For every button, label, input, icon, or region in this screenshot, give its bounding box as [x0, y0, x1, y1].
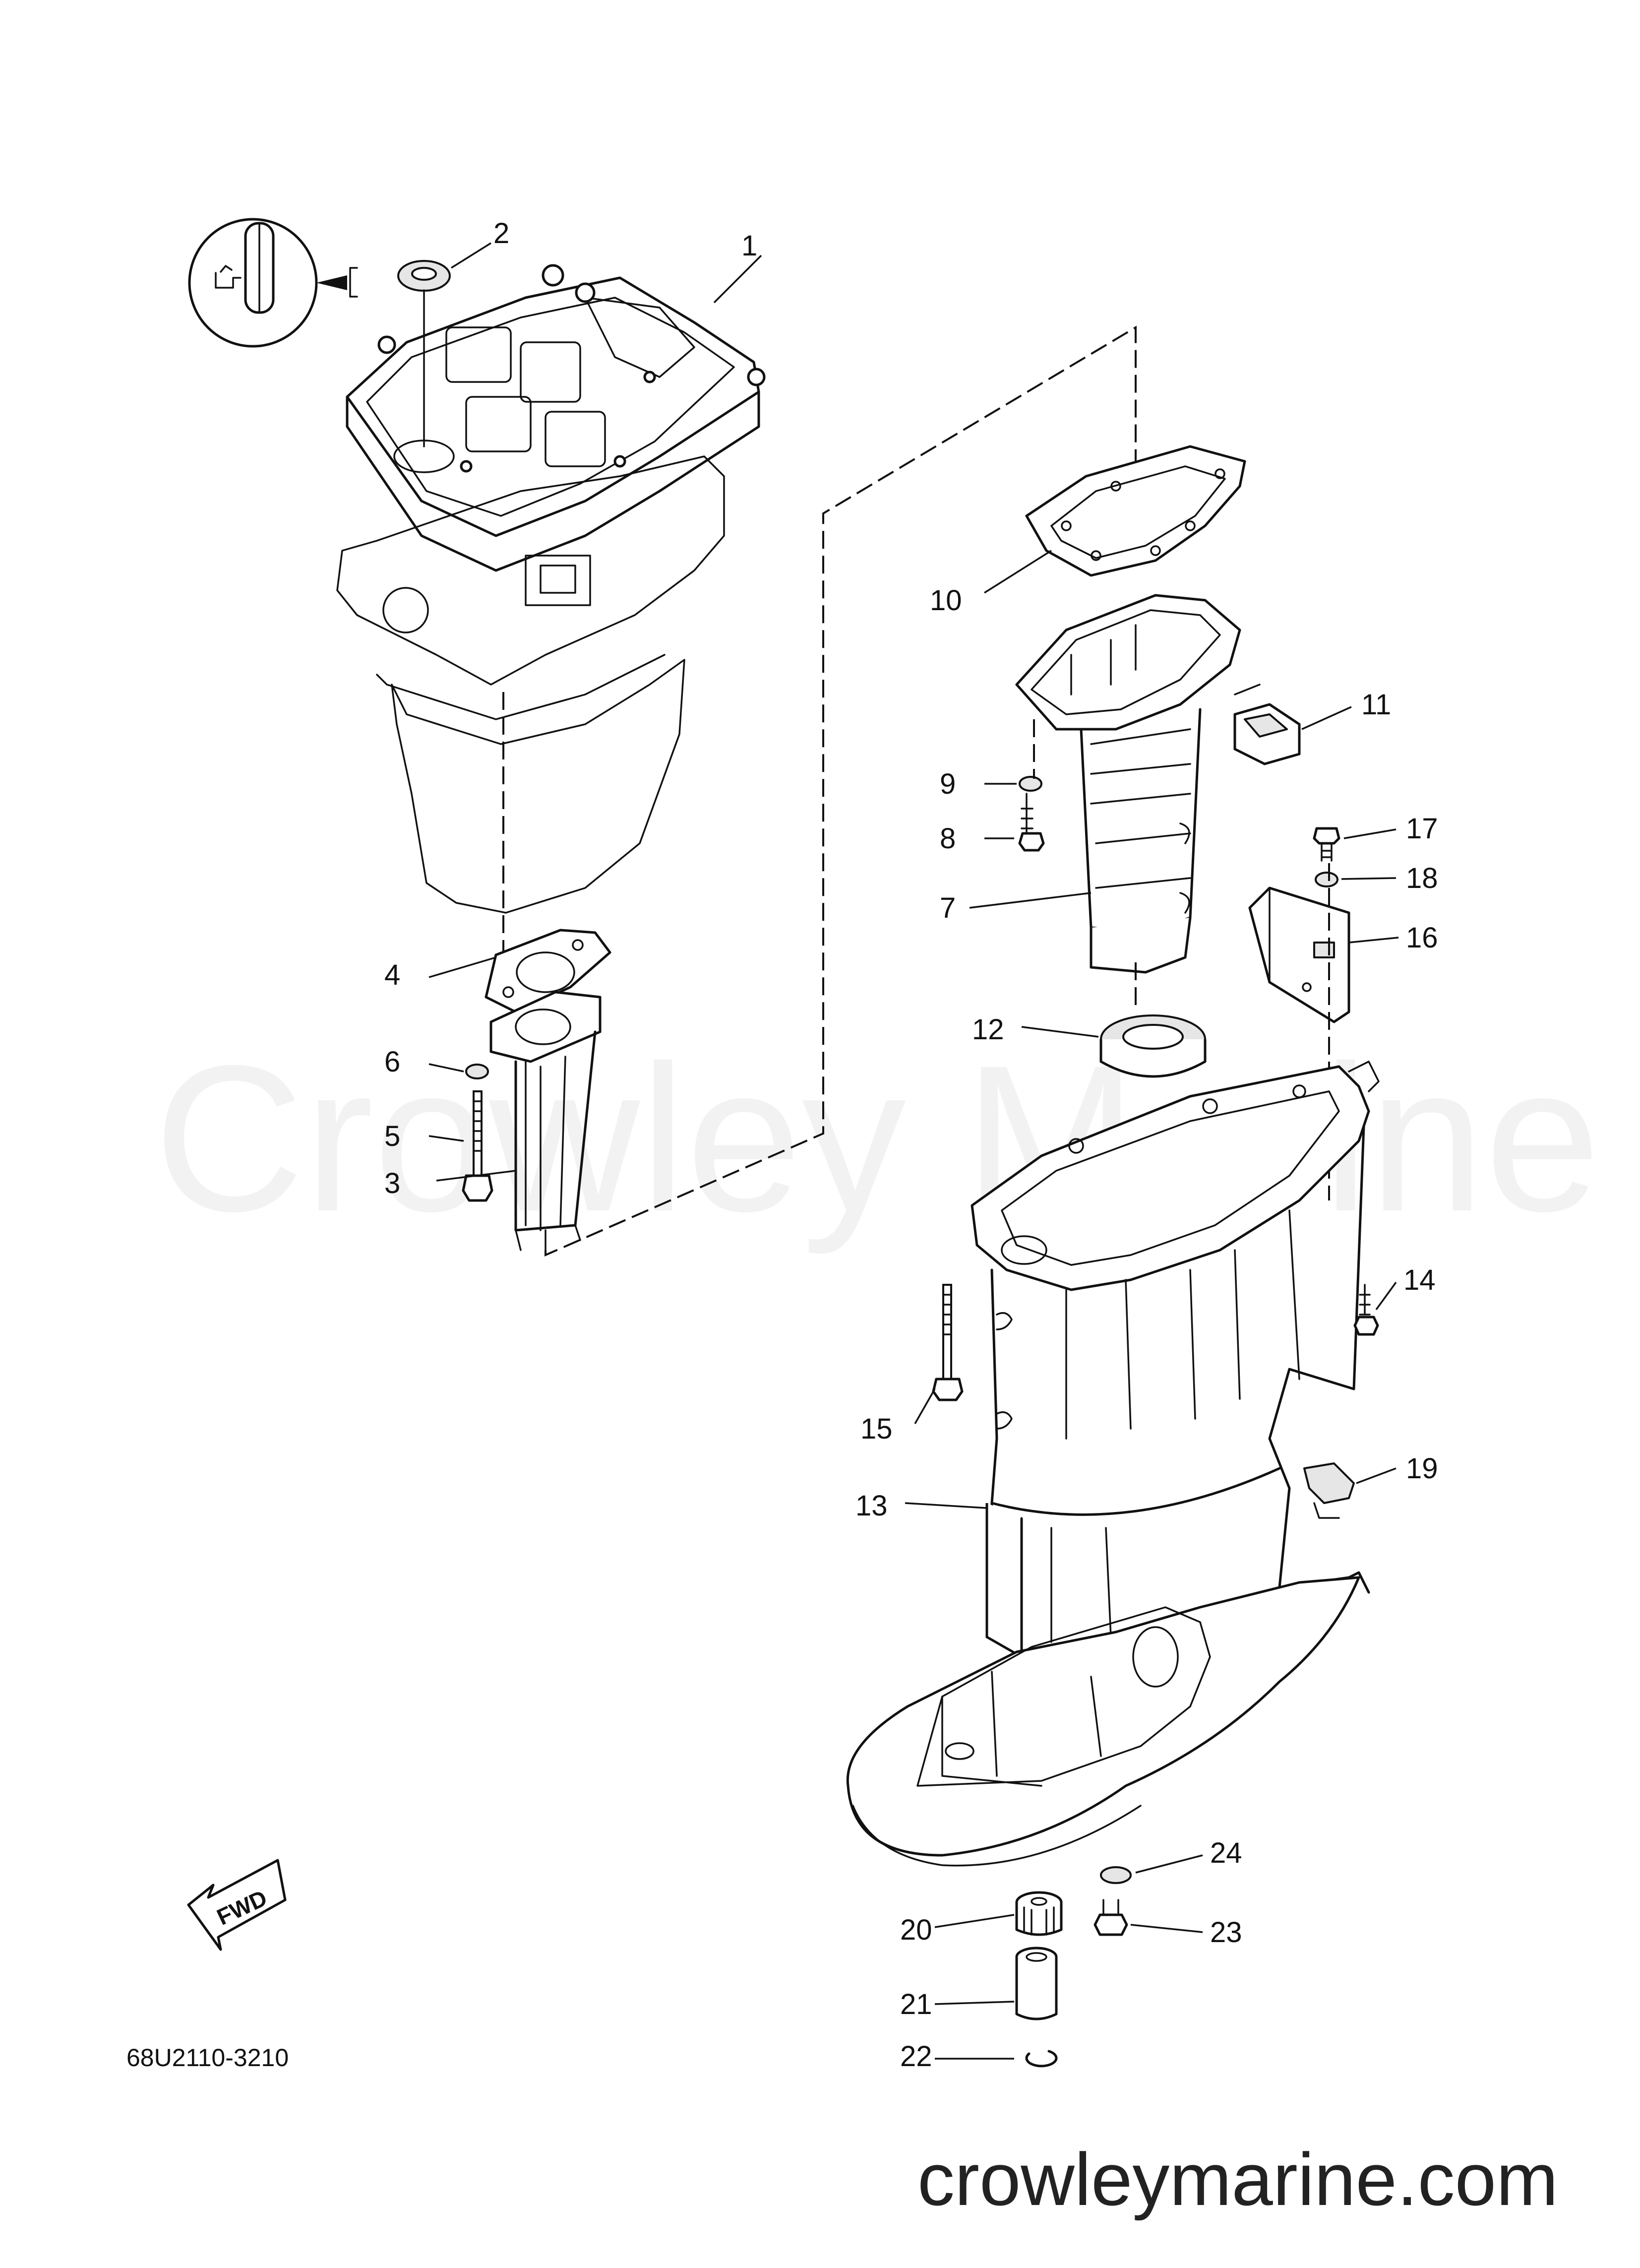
callout-20: 20 — [900, 1914, 932, 1946]
callout-6: 6 — [384, 1046, 400, 1078]
part-20-grommet — [1015, 1891, 1063, 1936]
part-12-rubber-mount — [1099, 1014, 1207, 1078]
callout-16: 16 — [1406, 922, 1438, 954]
callout-18: 18 — [1406, 862, 1438, 894]
callout-11: 11 — [1361, 689, 1391, 721]
callout-2: 2 — [493, 217, 509, 250]
callout-15: 15 — [860, 1413, 893, 1445]
callout-17: 17 — [1406, 813, 1438, 845]
leader-lines — [428, 242, 1399, 2060]
footer-url: crowleymarine.com — [917, 2138, 1558, 2221]
callout-8: 8 — [940, 822, 956, 855]
callout-13: 13 — [855, 1490, 888, 1522]
part-14-bolt — [1353, 1284, 1379, 1336]
callout-21: 21 — [900, 1988, 932, 2020]
callout-9: 9 — [940, 768, 956, 800]
part-22-circlip — [1025, 2050, 1058, 2068]
assembly-connection-line — [545, 325, 1137, 1257]
callout-7: 7 — [940, 892, 956, 924]
part-7-muffler — [1015, 594, 1241, 974]
callout-3: 3 — [384, 1167, 400, 1199]
callout-22: 22 — [900, 2040, 932, 2073]
part-8-bolt — [1018, 793, 1045, 852]
callout-numbers: 1 2 3 4 5 6 7 8 9 10 11 12 13 14 15 16 1… — [384, 217, 1438, 2073]
callout-24: 24 — [1210, 1837, 1242, 1869]
part-1-mount-plate — [346, 264, 766, 572]
callout-5: 5 — [384, 1120, 400, 1152]
callout-10: 10 — [930, 584, 962, 617]
fwd-arrow: FWD — [187, 1859, 287, 1951]
part-13-upper-casing — [971, 1061, 1380, 1658]
callout-12: 12 — [972, 1013, 1004, 1046]
oil-pan-outline — [336, 455, 725, 914]
part-21-collar — [1015, 1947, 1058, 2020]
part-16-plate — [1248, 886, 1350, 1023]
part-13-cavitation-plate — [846, 1576, 1360, 1867]
part-17-screw — [1313, 827, 1340, 862]
part-11-seal — [1233, 684, 1301, 765]
part-5-bolt — [462, 1090, 493, 1202]
part-19-clip — [1303, 1462, 1355, 1519]
callout-4: 4 — [384, 959, 400, 991]
part-9-washer — [1019, 776, 1042, 792]
callout-14: 14 — [1403, 1264, 1436, 1296]
part-18-washer — [1315, 872, 1338, 887]
diagram-code: 68U2110-3210 — [126, 2044, 289, 2072]
callout-23: 23 — [1210, 1916, 1242, 1949]
part-2-seal — [397, 260, 451, 292]
part-3-exhaust-guide — [489, 991, 602, 1251]
callout-19: 19 — [1406, 1452, 1438, 1485]
part-6-washer — [465, 1064, 489, 1079]
lubricant-detail-inset — [188, 218, 358, 348]
part-23-bolt — [1093, 1899, 1128, 1936]
part-10-gasket — [1025, 445, 1246, 577]
watermark-text: Crowley Marine — [154, 1022, 1600, 1256]
part-24-washer — [1100, 1866, 1132, 1884]
part-15-bolt — [932, 1284, 964, 1401]
callout-1: 1 — [741, 230, 757, 262]
part-4-gasket — [485, 929, 611, 1013]
